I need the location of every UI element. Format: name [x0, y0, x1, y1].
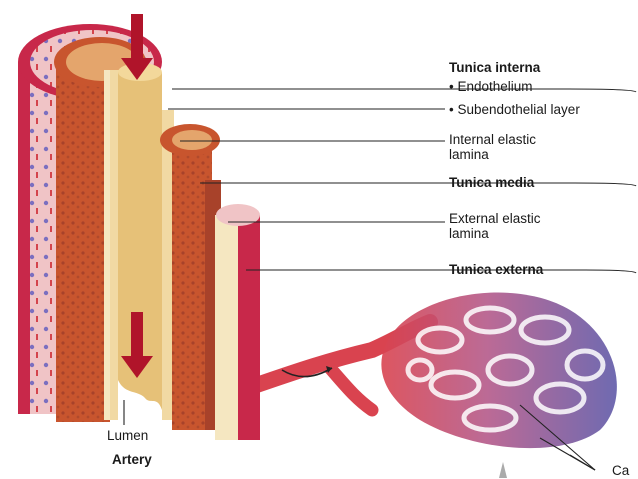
label-endothelium: • Endothelium: [449, 79, 533, 94]
flow-arrow-head: [326, 366, 332, 373]
blood-flow-arrow-bottom: [121, 312, 153, 378]
label-subendothelial-layer: • Subendothelial layer: [449, 102, 580, 117]
label-external-elastic-lamina-1: External elastic: [449, 211, 541, 226]
label-capillary-partial: Ca: [612, 463, 630, 478]
label-artery: Artery: [112, 452, 152, 467]
label-tunica-interna: Tunica interna: [449, 60, 541, 75]
label-lumen: Lumen: [107, 428, 149, 443]
label-internal-elastic-lamina-2: lamina: [449, 147, 489, 162]
pin-marker: [499, 462, 507, 478]
label-internal-elastic-lamina-1: Internal elastic: [449, 132, 537, 147]
capillary-network: [381, 292, 617, 449]
leader-lines: [123, 88, 596, 471]
arteriole-branch-lower: [323, 361, 379, 417]
blood-flow-arrow-top: [121, 14, 153, 80]
bracket-ticks: [567, 88, 637, 274]
artery-inner-segment: [215, 204, 260, 440]
capillary-mesh: [405, 305, 606, 433]
artery-outer-segment: [18, 24, 162, 422]
label-tunica-externa: Tunica externa: [449, 262, 544, 277]
artery-middle-segment: [160, 110, 221, 430]
label-tunica-media: Tunica media: [449, 175, 535, 190]
label-external-elastic-lamina-2: lamina: [449, 226, 489, 241]
capillary-bed: [240, 292, 617, 478]
